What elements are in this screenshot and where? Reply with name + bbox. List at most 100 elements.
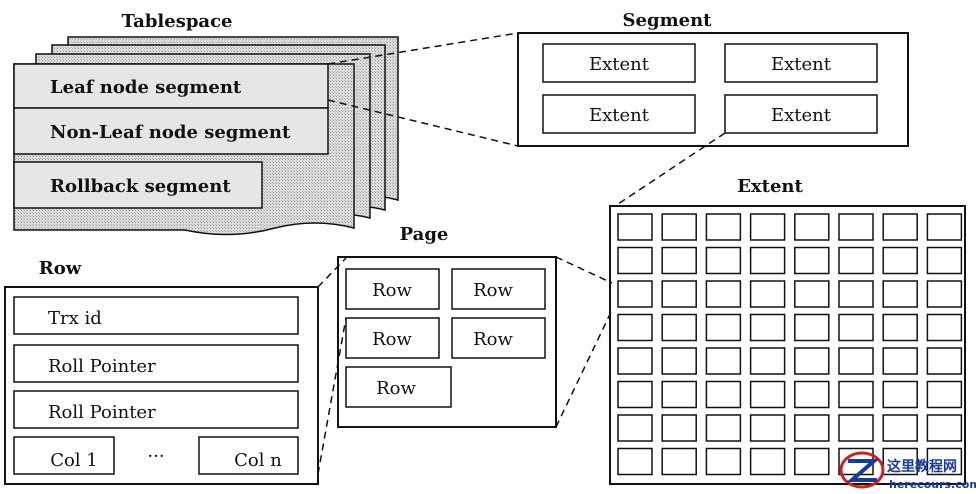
page-title: Page xyxy=(400,224,449,245)
segment-extent-4-label: Extent xyxy=(771,105,832,126)
row-field-trx-id xyxy=(13,296,299,335)
extent-page-cell xyxy=(705,213,742,241)
connector-segment-extent xyxy=(611,132,726,209)
extent-page-cell xyxy=(705,246,742,275)
extent-page-cell xyxy=(749,414,786,442)
page-row-4 xyxy=(451,317,546,359)
extent-title: Extent xyxy=(737,176,803,197)
extent-page-cell xyxy=(705,313,742,342)
extent-page-cell xyxy=(705,447,742,476)
extent-page-cell xyxy=(838,246,874,275)
extent-page-cell xyxy=(882,313,918,342)
extent-page-cell xyxy=(705,414,742,442)
extent-page-cell xyxy=(617,380,653,409)
extent-page-cell xyxy=(749,213,786,241)
extent-page-cell xyxy=(617,213,653,241)
extent-page-cell xyxy=(617,447,653,476)
leaf-node-segment-label: Leaf node segment xyxy=(50,77,242,98)
segment-extent-2 xyxy=(724,43,878,83)
rollback-segment-label: Rollback segment xyxy=(50,176,231,197)
row-field-roll-pointer-2-label: Roll Pointer xyxy=(48,402,156,423)
extent-page-cell xyxy=(705,347,742,375)
extent-page-cell xyxy=(926,246,963,275)
extent-page-cell xyxy=(926,280,963,308)
segment-extent-3 xyxy=(542,94,696,134)
extent-page-cell xyxy=(926,313,963,342)
page-row-4-label: Row xyxy=(473,329,513,350)
segment-extent-4 xyxy=(724,94,878,134)
extent-page-cell xyxy=(661,246,697,275)
extent-page-grid xyxy=(617,213,963,476)
extent-page-cell xyxy=(838,414,874,442)
site-watermark: 这里教程网 herecours.com xyxy=(839,451,976,491)
connector-page-extent-top xyxy=(555,256,613,284)
extent-page-cell xyxy=(794,246,830,275)
watermark-site-url: herecours.com xyxy=(889,478,976,491)
extent-page-cell xyxy=(794,380,830,409)
extent-page-cell xyxy=(926,414,963,442)
extent-page-cell xyxy=(882,213,918,241)
extent-page-cell xyxy=(749,347,786,375)
row-field-trx-id-label: Trx id xyxy=(48,308,102,329)
row-field-roll-pointer-1-label: Roll Pointer xyxy=(48,356,156,377)
extent-page-cell xyxy=(794,447,830,476)
extent-page-cell xyxy=(661,447,697,476)
extent-page-cell xyxy=(617,280,653,308)
extent-page-cell xyxy=(749,280,786,308)
page-row-2-label: Row xyxy=(473,280,513,301)
tablespace-stack: Leaf node segment Non-Leaf node segment … xyxy=(13,36,399,236)
segment-extent-3-label: Extent xyxy=(589,105,650,126)
extent-page-cell xyxy=(838,213,874,241)
connector-page-extent-bottom xyxy=(555,309,613,428)
extent-page-cell xyxy=(661,414,697,442)
extent-page-cell xyxy=(882,246,918,275)
page-row-3 xyxy=(345,317,440,359)
row-col-n-label: Col n xyxy=(234,450,282,471)
extent-page-cell xyxy=(882,414,918,442)
extent-page-cell xyxy=(882,280,918,308)
extent-page-cell xyxy=(926,347,963,375)
extent-page-cell xyxy=(617,246,653,275)
row-col-n xyxy=(198,436,299,475)
page-row-5 xyxy=(345,366,452,408)
non-leaf-node-segment-label: Non-Leaf node segment xyxy=(50,122,291,143)
extent-page-cell xyxy=(661,313,697,342)
connector-row-page-top xyxy=(317,257,347,288)
segment-title: Segment xyxy=(623,10,713,31)
extent-page-cell xyxy=(661,380,697,409)
non-leaf-node-segment-band xyxy=(13,107,329,155)
extent-page-cell xyxy=(617,414,653,442)
extent-page-cell xyxy=(617,313,653,342)
extent-page-cell xyxy=(661,347,697,375)
extent-page-cell xyxy=(882,347,918,375)
watermark-logo-z-mark xyxy=(846,459,880,482)
extent-page-cell xyxy=(794,213,830,241)
page-row-2 xyxy=(451,268,546,310)
extent-page-cell xyxy=(661,280,697,308)
extent-page-cell xyxy=(838,380,874,409)
connector-tablespace-segment-top xyxy=(327,32,519,65)
extent-page-cell xyxy=(661,213,697,241)
extent-page-cell xyxy=(926,447,963,476)
extent-page-cell xyxy=(838,347,874,375)
extent-page-cell xyxy=(794,280,830,308)
row-col-ellipsis: ··· xyxy=(147,446,164,467)
watermark-site-name: 这里教程网 xyxy=(887,458,957,475)
extent-page-cell xyxy=(794,414,830,442)
rollback-segment-band xyxy=(13,161,263,209)
row-title: Row xyxy=(39,258,82,279)
extent-page-cell xyxy=(926,213,963,241)
extent-page-cell xyxy=(794,347,830,375)
connector-tablespace-segment-bottom xyxy=(327,99,519,147)
extent-page-cell xyxy=(838,280,874,308)
page-row-1 xyxy=(345,268,440,310)
extent-page-cell xyxy=(749,380,786,409)
row-col-1-label: Col 1 xyxy=(50,450,98,471)
page-row-5-label: Row xyxy=(376,378,416,399)
extent-page-cell xyxy=(838,313,874,342)
extent-page-cell xyxy=(794,313,830,342)
extent-page-cell xyxy=(617,347,653,375)
leaf-node-segment-band xyxy=(13,63,329,109)
